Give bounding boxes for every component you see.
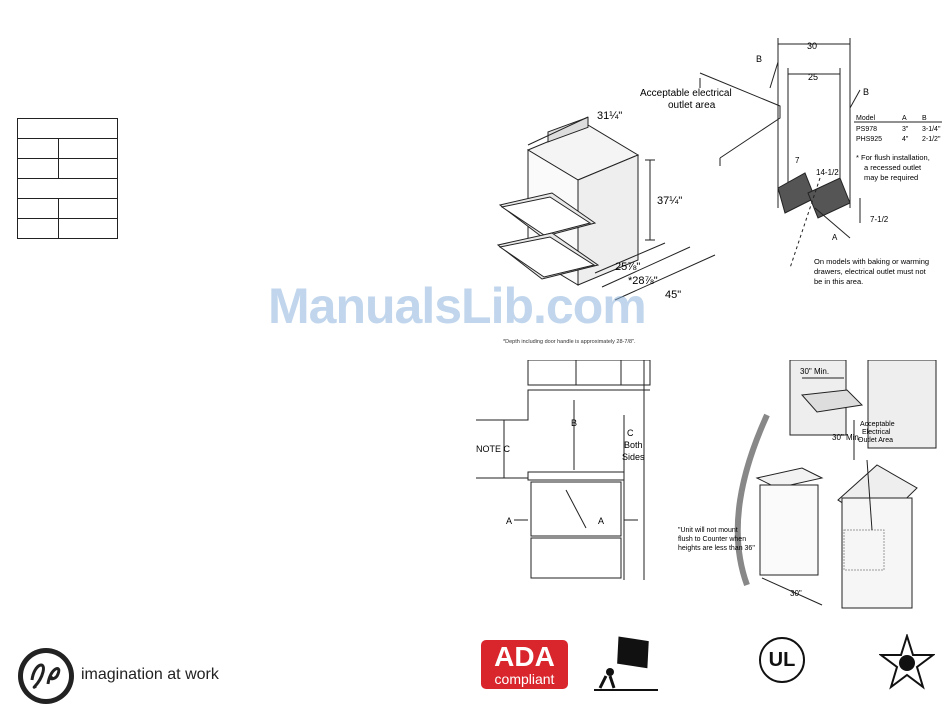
dim-30: 30 <box>807 41 817 51</box>
spec-cell <box>17 158 59 179</box>
outlet-line: Acceptable <box>860 421 895 428</box>
dim-14: 14-1/2 <box>816 168 839 177</box>
outlet-line: Outlet Area <box>858 437 893 444</box>
outlet-area-diagram: Acceptable electrical outlet area 30 25 … <box>640 38 942 286</box>
spec-cell <box>58 138 118 159</box>
label-30-min-top: 30" Min. <box>800 367 829 376</box>
warning-line: On models with baking or warming <box>814 257 929 266</box>
label-both: Both <box>624 440 643 450</box>
mount-note-line: "Unit will not mount <box>678 527 738 534</box>
spec-cell <box>17 178 118 199</box>
spec-cell <box>17 118 118 139</box>
spec-cell <box>58 198 118 219</box>
dim-overall: 45" <box>665 289 681 301</box>
spec-cell <box>17 138 59 159</box>
anti-tip-icon <box>594 636 658 691</box>
dim-depth-a: 25⅞" <box>615 261 640 273</box>
label-30: 30" <box>790 589 802 598</box>
ada-badge-bottom: compliant <box>494 671 555 687</box>
watermark: ManualsLib.com <box>268 278 647 334</box>
dim-height: 37¼" <box>657 195 682 207</box>
dim-7half: 7-1/2 <box>870 215 889 224</box>
kosher-star-icon <box>879 634 935 690</box>
spec-cell <box>58 158 118 179</box>
ge-tagline: imagination at work <box>81 666 219 683</box>
table-cell: 2-1/2" <box>922 136 941 143</box>
dim-25: 25 <box>808 72 818 82</box>
label-outlet-area: outlet area <box>668 100 716 111</box>
spec-cell <box>17 218 59 239</box>
ul-logo: UL <box>759 637 805 683</box>
label-a: A <box>832 233 838 242</box>
table-header-a: A <box>902 115 907 122</box>
spec-cell <box>17 198 59 219</box>
table-header-model: Model <box>856 115 876 122</box>
table-header-b: B <box>922 115 927 122</box>
kitchen-clearance-diagram: 30" Min. 30" Min. Acceptable Electrical … <box>678 360 937 609</box>
table-cell: 4" <box>902 136 909 143</box>
label-sides: Sides <box>622 452 645 462</box>
label-b-left: B <box>756 54 762 64</box>
label-a-right: A <box>598 516 604 526</box>
warning-line: be in this area. <box>814 277 863 286</box>
cabinet-installation-diagram: NOTE C B C Both Sides A A <box>476 360 651 580</box>
mount-note-line: heights are less than 36" <box>678 545 755 552</box>
label-note-c: NOTE C <box>476 444 511 454</box>
table-cell: 3" <box>902 126 909 133</box>
table-cell: PS978 <box>856 126 877 133</box>
dim-7: 7 <box>795 156 800 165</box>
mount-note-line: flush to Counter when <box>678 536 746 543</box>
dim-depth-b: *28⅞" <box>628 275 658 287</box>
spec-cell <box>58 218 118 239</box>
warning-line: drawers, electrical outlet must not <box>814 267 927 276</box>
ada-badge-top: ADA <box>494 641 555 672</box>
ada-badge: ADA compliant <box>481 640 568 689</box>
flush-note-line: may be required <box>864 173 918 182</box>
table-cell: 3-1/4" <box>922 126 941 133</box>
spec-table <box>17 118 118 239</box>
ge-logo <box>18 648 74 704</box>
model-table: Model A B PS978 3" 3-1/4" PHS925 4" 2-1/… <box>854 115 942 143</box>
label-c: C <box>627 428 634 438</box>
label-acceptable: Acceptable electrical <box>640 88 732 99</box>
flush-note-line: * For flush installation, <box>856 153 930 162</box>
range-dimension-diagram: 31¼" 37¼" 25⅞" *28⅞" 45" <box>496 110 716 301</box>
outlet-line: Electrical <box>862 429 891 436</box>
table-cell: PHS925 <box>856 136 882 143</box>
label-b-right: B <box>863 87 869 97</box>
label-a-left: A <box>506 516 512 526</box>
label-30-min-side: 30" Min. <box>832 433 861 442</box>
label-b: B <box>571 418 577 428</box>
range-footnote: *Depth including door handle is approxim… <box>503 339 636 345</box>
flush-note-line: a recessed outlet <box>864 163 922 172</box>
dim-width: 31¼" <box>597 110 622 122</box>
